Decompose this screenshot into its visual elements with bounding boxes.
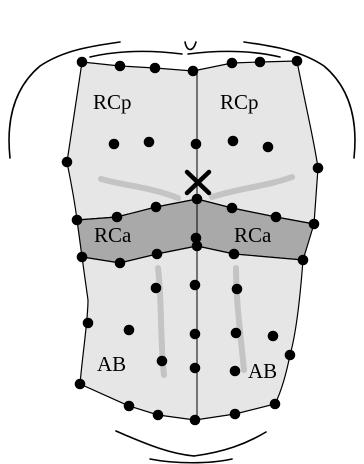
electrode-dot — [151, 202, 162, 213]
electrode-dot — [153, 410, 164, 421]
electrode-dot — [227, 58, 238, 69]
electrode-dot — [151, 283, 162, 294]
electrode-dot — [124, 325, 135, 336]
electrode-dot — [75, 379, 86, 390]
electrode-dot — [271, 212, 282, 223]
lower-left-contour — [116, 431, 194, 456]
right-collarbone — [188, 51, 280, 57]
electrode-dot — [152, 249, 163, 260]
electrode-dot — [72, 215, 83, 226]
electrode-dot — [313, 163, 324, 174]
electrode-dot — [77, 57, 88, 68]
electrode-dot — [255, 57, 266, 68]
navel-line — [150, 459, 232, 463]
electrode-dot — [109, 139, 120, 150]
electrode-dot — [228, 136, 239, 147]
electrode-dot — [62, 157, 73, 168]
lower-right-contour — [194, 432, 266, 456]
electrode-dot — [115, 61, 126, 72]
electrode-dot — [227, 203, 238, 214]
electrode-dot — [285, 350, 296, 361]
electrode-dot — [190, 280, 201, 291]
electrode-dot — [268, 331, 279, 342]
electrode-dot — [270, 399, 281, 410]
electrode-dot — [231, 328, 242, 339]
electrode-dot — [112, 212, 123, 223]
electrode-dot — [309, 219, 320, 230]
electrode-dot — [191, 139, 202, 150]
electrode-dot — [190, 329, 201, 340]
label-lower-right: AB — [248, 359, 277, 383]
electrode-dot — [232, 284, 243, 295]
electrode-dot — [191, 233, 202, 244]
electrode-dot — [298, 255, 309, 266]
electrode-dot — [263, 142, 274, 153]
electrode-dot — [77, 252, 88, 263]
electrode-dot — [144, 137, 155, 148]
label-lower-left: AB — [97, 352, 126, 376]
label-band-right: RCa — [234, 223, 272, 247]
electrode-dot — [83, 318, 94, 329]
label-upper-right: RCp — [220, 90, 259, 114]
label-upper-left: RCp — [93, 90, 132, 114]
electrode-dot — [150, 63, 161, 74]
electrode-dot — [230, 409, 241, 420]
neck-notch — [185, 42, 196, 50]
electrode-dot — [229, 249, 240, 260]
left-collarbone — [90, 51, 182, 57]
label-band-left: RCa — [94, 223, 132, 247]
electrode-dot — [292, 56, 303, 67]
electrode-dot — [115, 258, 126, 269]
electrode-dot — [190, 363, 201, 374]
electrode-dot — [230, 366, 241, 377]
electrode-dot — [188, 66, 199, 77]
electrode-dot — [124, 401, 135, 412]
electrode-dot — [192, 194, 203, 205]
electrode-dot — [157, 356, 168, 367]
electrode-dot — [190, 415, 201, 426]
